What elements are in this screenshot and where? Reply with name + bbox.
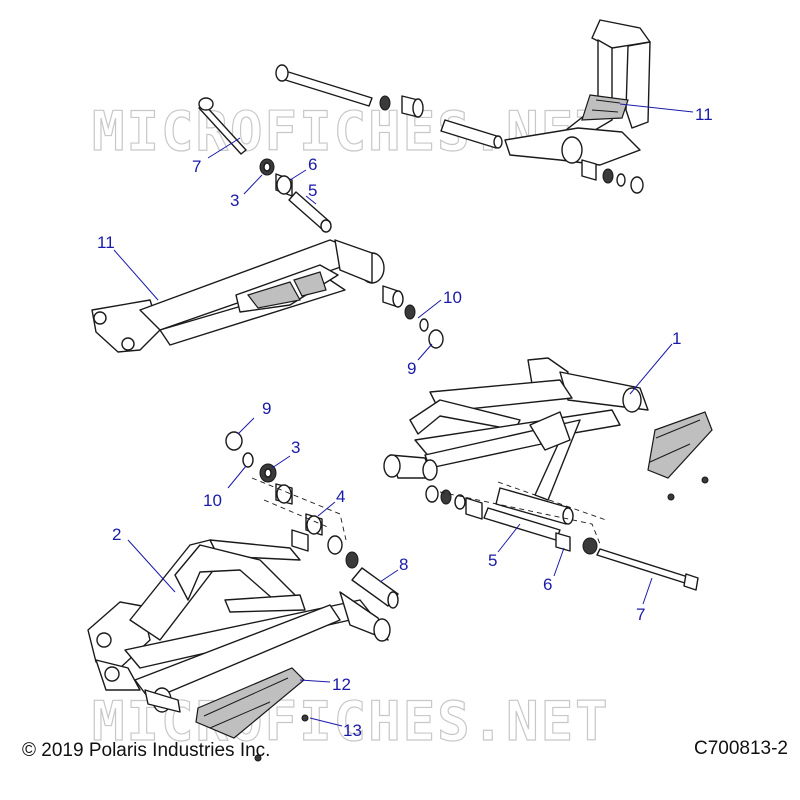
callout-9-top: 9 <box>407 359 416 378</box>
callout-1: 1 <box>672 329 681 348</box>
callout-11-mid: 11 <box>97 233 115 252</box>
callout-9-low: 9 <box>262 399 271 418</box>
lower-control-arm-left <box>87 539 391 762</box>
callout-labels: 11 7 6 3 5 11 10 9 1 9 3 10 4 2 8 5 6 <box>97 103 713 740</box>
callout-10-low: 10 <box>203 491 222 510</box>
callout-3-top: 3 <box>230 191 239 210</box>
callout-8: 8 <box>399 555 408 574</box>
callout-10-top: 10 <box>443 288 462 307</box>
callout-13: 13 <box>343 721 362 740</box>
callout-6-low: 6 <box>543 575 552 594</box>
diagram-code: C700813-2 <box>693 738 788 759</box>
lower-control-arm-right <box>383 357 713 591</box>
copyright-notice: © 2019 Polaris Industries Inc. <box>22 740 271 761</box>
callout-5-low: 5 <box>488 551 497 570</box>
bushings-lower-left <box>225 431 399 609</box>
callout-7-low: 7 <box>636 605 645 624</box>
callout-6-top: 6 <box>308 155 317 174</box>
callout-4: 4 <box>336 487 345 506</box>
callout-2: 2 <box>112 525 121 544</box>
callout-12: 12 <box>332 675 351 694</box>
callout-5-top: 5 <box>308 181 317 200</box>
callout-3-low: 3 <box>291 438 300 457</box>
callout-7-top: 7 <box>192 157 201 176</box>
callout-11-top: 11 <box>695 105 713 124</box>
upper-control-arm-middle <box>91 239 444 353</box>
